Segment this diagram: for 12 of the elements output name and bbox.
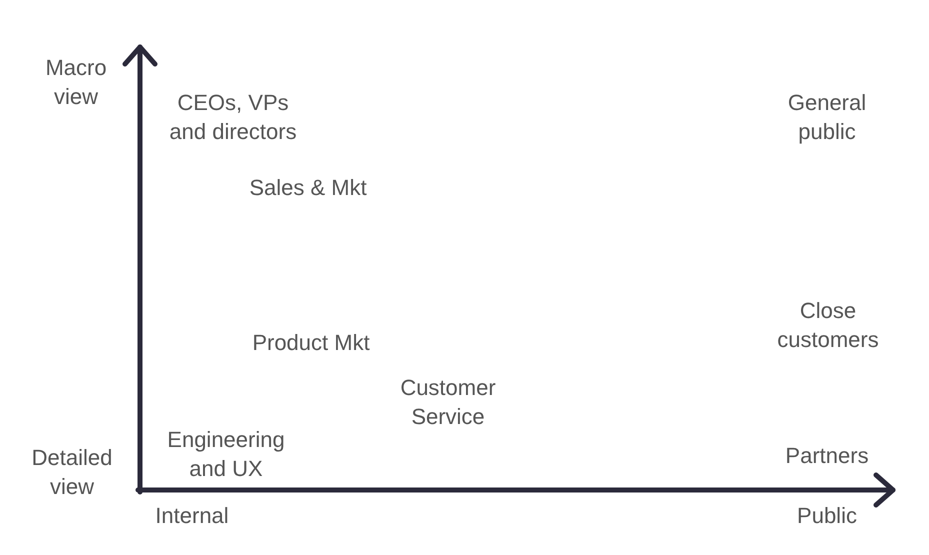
group-label: Customer Service: [399, 374, 497, 431]
group-label: Sales & Mkt: [249, 174, 367, 202]
group-label: General public: [786, 89, 868, 146]
group-label: Close customers: [776, 297, 880, 354]
group-label: Engineering and UX: [166, 426, 286, 483]
group-label: Partners: [785, 442, 869, 470]
axis-label: Detailed view: [30, 444, 114, 501]
group-label: Product Mkt: [252, 329, 370, 357]
axis-label: Internal: [155, 502, 229, 530]
axis-label: Public: [797, 502, 857, 530]
group-label: CEOs, VPs and directors: [168, 89, 298, 146]
axis-label: Macro view: [44, 54, 108, 111]
